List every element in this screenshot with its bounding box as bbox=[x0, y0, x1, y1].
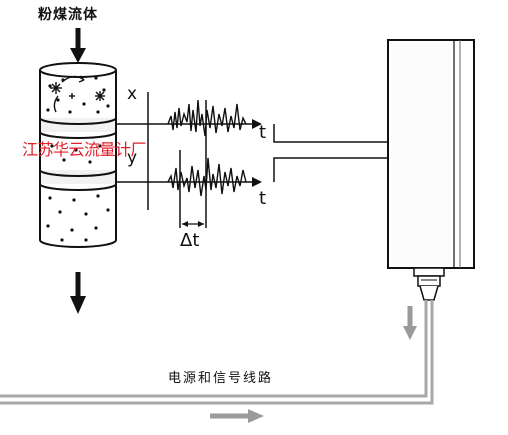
power-signal-cable bbox=[0, 300, 434, 405]
pipe-cylinder bbox=[39, 62, 117, 248]
converter-box bbox=[387, 39, 475, 269]
label-x: x bbox=[127, 84, 138, 104]
charge-sparks bbox=[50, 75, 105, 113]
label-delta-t: Δt bbox=[180, 230, 200, 251]
coal-particles bbox=[46, 76, 110, 242]
delta-t-marker bbox=[182, 221, 204, 227]
watermark: 江苏华云流量计厂 bbox=[22, 140, 147, 159]
flow-title: 粉煤流体 bbox=[38, 7, 98, 23]
signal-wires bbox=[273, 124, 388, 182]
signal-y-trace bbox=[148, 157, 262, 197]
cable-down-arrow bbox=[403, 306, 417, 340]
label-t-top: t bbox=[259, 122, 267, 143]
signal-x-trace bbox=[148, 99, 262, 137]
cable-gland bbox=[413, 267, 445, 301]
cable-label: 电源和信号线路 bbox=[168, 371, 274, 386]
label-y: y bbox=[127, 148, 138, 168]
label-t-bottom: t bbox=[259, 188, 267, 209]
outflow-arrow bbox=[70, 272, 86, 314]
inflow-arrow bbox=[70, 28, 86, 63]
cable-right-arrow bbox=[210, 409, 264, 423]
